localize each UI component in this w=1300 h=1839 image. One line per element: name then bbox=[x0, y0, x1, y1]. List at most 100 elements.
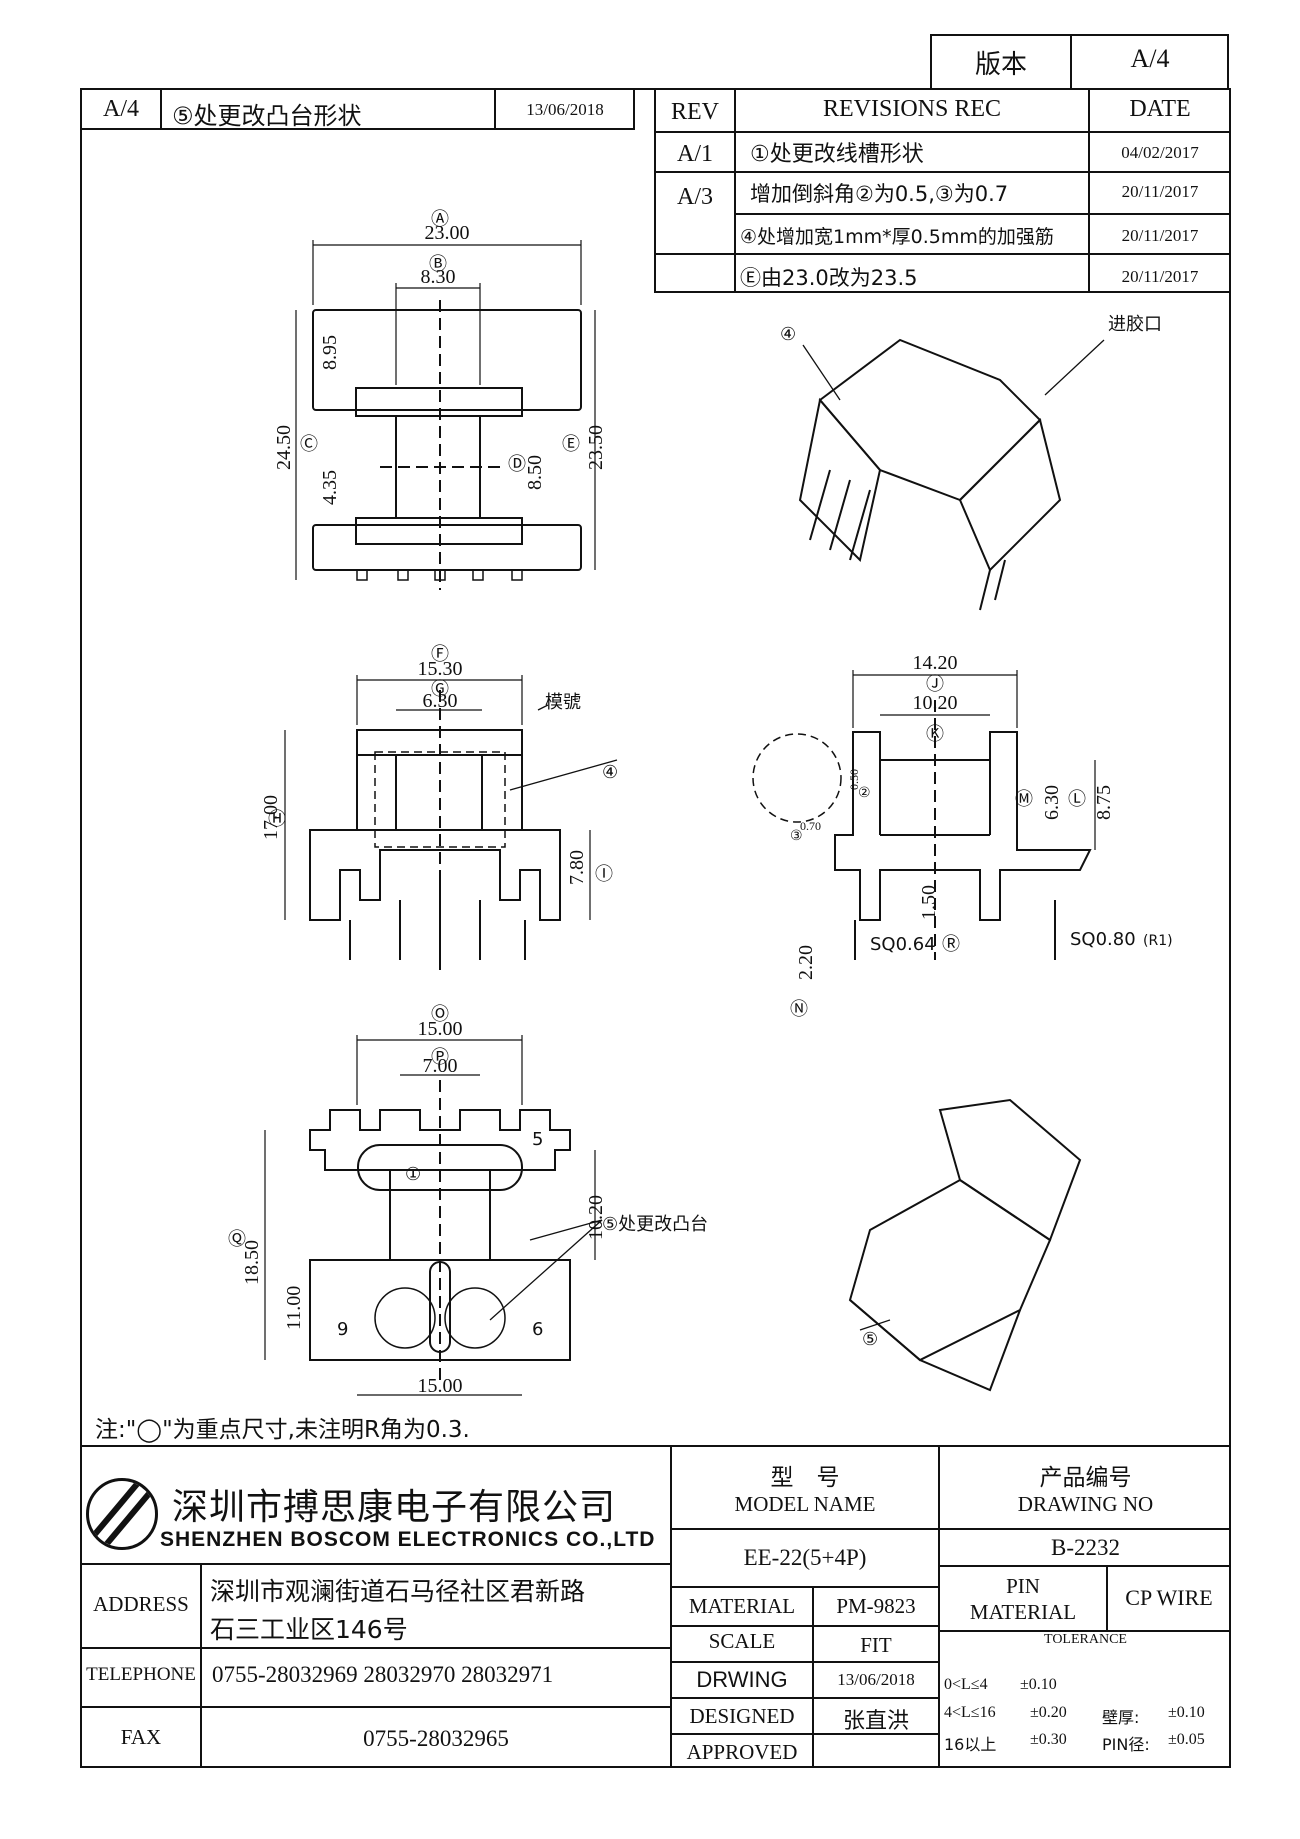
address-label: ADDRESS bbox=[93, 1592, 189, 1616]
approved-label: APPROVED bbox=[686, 1740, 798, 1764]
rev-row-3-text: ④处增加宽1mm*厚0.5mm的加强筋 bbox=[740, 226, 1054, 248]
marker-e: Ⓔ bbox=[562, 434, 580, 455]
marker-h: Ⓗ bbox=[268, 809, 286, 830]
address-line1: 深圳市观澜街道石马径社区君新路 bbox=[210, 1577, 586, 1606]
model-value: EE-22(5+4P) bbox=[743, 1545, 867, 1570]
company-name-cn: 深圳市搏思康电子有限公司 bbox=[172, 1487, 617, 1528]
material-value: PM-9823 bbox=[836, 1594, 916, 1618]
rev-a4-id: A/4 bbox=[103, 96, 139, 122]
tol-range-2: 4<L≤16 bbox=[944, 1704, 996, 1721]
view2-side bbox=[309, 690, 561, 970]
tol-range-1: 0<L≤4 bbox=[944, 1676, 988, 1693]
drawing-note: 注:"◯"为重点尺寸,未注明R角为0.3. bbox=[95, 1417, 470, 1443]
dim-p: 7.00 bbox=[423, 1055, 458, 1077]
dim-f: 15.30 bbox=[418, 658, 463, 680]
label-rib-4: ④ bbox=[602, 762, 618, 783]
rev-row-2-text: 增加倒斜角②为0.5,③为0.7 bbox=[750, 182, 1009, 206]
view1-front bbox=[312, 300, 582, 590]
dim-width: 10.20 bbox=[585, 1195, 607, 1240]
dim-inner: 11.00 bbox=[283, 1286, 305, 1330]
rev-row-2-id: A/3 bbox=[677, 184, 713, 210]
pin-5: 5 bbox=[532, 1129, 543, 1150]
dim-i: 7.80 bbox=[566, 850, 588, 885]
marker-q: Ⓠ bbox=[228, 1229, 246, 1250]
iso1-callout-4: ④ bbox=[780, 324, 796, 345]
dim-c-upper: 8.95 bbox=[319, 335, 341, 370]
dim-b: 8.30 bbox=[421, 266, 456, 288]
marker-i: Ⓘ bbox=[595, 864, 613, 885]
marker-k: Ⓚ bbox=[926, 724, 944, 745]
tol-value-1: ±0.10 bbox=[1020, 1676, 1057, 1693]
drawing-no-label-cn: 产品编号 bbox=[1039, 1465, 1132, 1491]
version-label: 版本 bbox=[974, 50, 1027, 80]
drwing-label: DRWING bbox=[696, 1667, 788, 1692]
pin-material-label: PIN MATERIAL bbox=[969, 1574, 1077, 1624]
rev-row-3-date: 20/11/2017 bbox=[1121, 226, 1199, 245]
company-logo bbox=[86, 1478, 158, 1550]
designer-value: 张直洪 bbox=[842, 1709, 909, 1734]
dim-d: 8.50 bbox=[524, 455, 546, 490]
marker-f: Ⓕ bbox=[431, 644, 449, 665]
rev-a4-date: 13/06/2018 bbox=[526, 100, 604, 119]
dim-a: 23.00 bbox=[425, 222, 470, 244]
marker-1: ① bbox=[405, 1164, 421, 1185]
dim-g: 6.30 bbox=[423, 690, 458, 712]
dim-m: 6.30 bbox=[1041, 785, 1063, 820]
tol-value-3: ±0.30 bbox=[1030, 1731, 1067, 1748]
tol-range-3: 16以上 bbox=[944, 1735, 997, 1754]
rev-row-1-id: A/1 bbox=[677, 141, 713, 167]
rev-row-4-date: 20/11/2017 bbox=[1121, 267, 1199, 286]
wall-value: ±0.10 bbox=[1168, 1704, 1205, 1721]
dim-q: 18.50 bbox=[241, 1240, 263, 1285]
label-r1: (R1) bbox=[1143, 933, 1173, 949]
dim-o: 15.00 bbox=[418, 1018, 463, 1040]
pin-6: 6 bbox=[532, 1319, 543, 1340]
iso1-view bbox=[798, 338, 1062, 611]
model-label-en: MODEL NAME bbox=[734, 1492, 876, 1516]
material-label: MATERIAL bbox=[688, 1594, 796, 1618]
marker-d: Ⓓ bbox=[508, 454, 526, 475]
rev-header: REV bbox=[671, 99, 719, 125]
view4-bottom bbox=[309, 1080, 571, 1380]
dim-chamfer-2: 0.50 bbox=[847, 769, 861, 790]
drwing-date: 13/06/2018 bbox=[837, 1670, 915, 1689]
marker-chamfer-3: ③ bbox=[790, 828, 803, 844]
marker-j: Ⓙ bbox=[926, 674, 944, 695]
marker-m: Ⓜ bbox=[1015, 789, 1033, 810]
revisions-table bbox=[654, 88, 1231, 293]
drawing-no-value: B-2232 bbox=[1051, 1535, 1120, 1560]
rev-a4-text: ⑤处更改凸台形状 bbox=[172, 102, 362, 130]
dim-l: 8.75 bbox=[1093, 785, 1115, 820]
marker-c: Ⓒ bbox=[300, 434, 318, 455]
version-value: A/4 bbox=[1130, 44, 1170, 73]
dim-overall-height: 24.50 bbox=[273, 425, 295, 470]
marker-a: Ⓐ bbox=[431, 209, 449, 230]
pin-material-value: CP WIRE bbox=[1125, 1585, 1213, 1610]
marker-p: Ⓟ bbox=[431, 1047, 449, 1068]
records-header: REVISIONS REC bbox=[822, 96, 1002, 122]
label-sq064: SQ0.64 bbox=[870, 934, 936, 955]
dim-pin: 1.50 bbox=[918, 885, 940, 920]
scale-label: SCALE bbox=[708, 1629, 776, 1653]
designed-label: DESIGNED bbox=[689, 1704, 795, 1728]
rev-row-2-date: 20/11/2017 bbox=[1121, 182, 1199, 201]
dim-k: 10.20 bbox=[913, 692, 958, 714]
telephone-label: TELEPHONE bbox=[86, 1664, 196, 1685]
company-name-en: SHENZHEN BOSCOM ELECTRONICS CO.,LTD bbox=[160, 1528, 656, 1551]
wall-label: 壁厚: bbox=[1102, 1708, 1140, 1727]
view3-profile bbox=[752, 700, 1092, 960]
dim-h: 17.00 bbox=[260, 795, 282, 840]
dim-j: 14.20 bbox=[913, 652, 958, 674]
scale-value: FIT bbox=[860, 1633, 892, 1657]
pin-dia-value: ±0.05 bbox=[1168, 1731, 1205, 1748]
iso2-view bbox=[848, 1098, 1082, 1392]
tol-value-2: ±0.20 bbox=[1030, 1704, 1067, 1721]
date-header: DATE bbox=[1129, 96, 1191, 122]
marker-b: Ⓑ bbox=[429, 254, 447, 275]
marker-chamfer-2: ② bbox=[858, 785, 871, 801]
rev-a4-strip bbox=[80, 88, 635, 130]
dim-e: 23.50 bbox=[585, 425, 607, 470]
label-mold-no: 模號 bbox=[545, 692, 581, 713]
fax-value: 0755-28032965 bbox=[363, 1726, 509, 1751]
label-r: Ⓡ bbox=[942, 934, 960, 955]
